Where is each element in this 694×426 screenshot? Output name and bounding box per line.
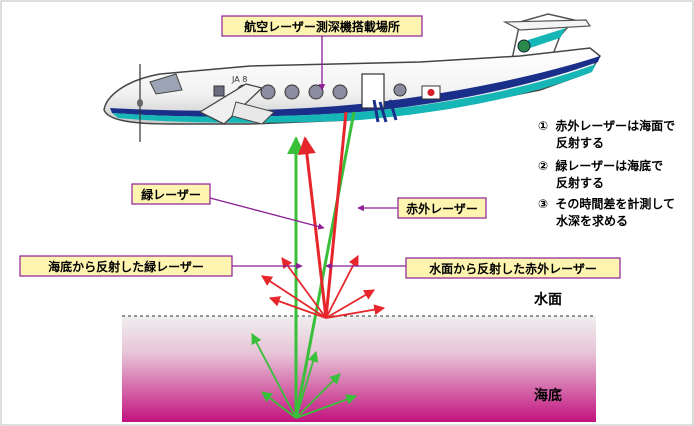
step-3-line-2: 水深を求める	[556, 213, 628, 228]
callout-equipment-location: 航空レーザー測深機搭載場所	[221, 15, 423, 37]
aircraft-window	[260, 84, 276, 100]
step-3: ③ その時間差を計測して	[538, 196, 675, 211]
callout-box	[221, 15, 423, 37]
callout-infrared-reflected: 水面から反射した赤外レーザー	[405, 257, 621, 279]
green-scatter-ray	[295, 373, 341, 419]
red-scatter-ray	[268, 296, 327, 319]
laser-beams	[251, 111, 386, 419]
callout-box	[19, 255, 233, 277]
callout-box	[397, 197, 487, 219]
green-laser-pointer	[209, 197, 325, 230]
water-column	[122, 316, 596, 422]
aircraft-wing	[198, 83, 264, 125]
step-2-marker: ②	[538, 159, 548, 173]
red-laser-beam-down	[324, 111, 348, 319]
aircraft-window	[332, 84, 348, 100]
aircraft-tail-stripe	[524, 28, 566, 50]
aircraft-logo-mark	[372, 99, 398, 123]
aircraft-stabilizer	[502, 19, 592, 31]
aircraft-flag-sun	[427, 88, 435, 97]
callout-green-reflected-label: 海底から反射した緑レーザー	[48, 259, 204, 274]
step-2-line-2: 反射する	[556, 175, 604, 190]
step-1-line-1: 赤外レーザーは海面で	[555, 118, 675, 133]
aircraft-window	[284, 84, 300, 100]
green-scatter-ray	[295, 394, 358, 419]
water-surface-label: 水面	[534, 291, 562, 308]
red-scatter-ray	[325, 289, 375, 319]
step-2: ② 緑レーザーは海底で	[538, 158, 663, 173]
callout-infrared-laser-label: 赤外レーザー	[406, 201, 478, 216]
aircraft-tail-emblem-icon	[517, 39, 531, 53]
callout-box	[131, 183, 211, 205]
aircraft-dark-stripe	[110, 56, 600, 117]
green-scatter-ray	[261, 391, 297, 419]
aircraft-teal-stripe	[112, 64, 596, 123]
green-scatter-ray	[295, 350, 319, 419]
step-3-marker: ③	[538, 197, 548, 211]
aircraft-window	[308, 84, 324, 100]
step-1-marker: ①	[538, 119, 548, 133]
red-scatter-ray	[281, 257, 327, 319]
aircraft-door	[361, 73, 385, 109]
aircraft-cockpit-window	[149, 73, 183, 95]
callout-box	[405, 257, 621, 279]
aircraft-engine-nacelle	[231, 101, 275, 125]
aircraft-spinner	[137, 99, 143, 107]
green-seabed-scatter	[251, 333, 358, 419]
step-1-line-2: 反射する	[556, 135, 604, 150]
callout-green-laser: 緑レーザー	[131, 183, 211, 205]
green-laser-beam-down	[294, 111, 356, 419]
red-scatter-ray	[325, 304, 386, 319]
callout-infrared-reflected-label: 水面から反射した赤外レーザー	[429, 261, 597, 276]
callout-infrared-laser: 赤外レーザー	[397, 197, 487, 219]
aircraft-registration: JA 8	[231, 75, 247, 84]
aircraft-window	[213, 85, 225, 97]
green-scatter-ray	[251, 333, 297, 419]
callout-green-reflected: 海底から反射した緑レーザー	[19, 255, 233, 277]
aircraft: JA 8	[103, 13, 601, 142]
step-1: ① 赤外レーザーは海面で	[538, 118, 675, 133]
step-2-line-1: 緑レーザーは海底で	[555, 158, 663, 173]
red-laser-beam-return	[297, 136, 328, 319]
step-3-line-1: その時間差を計測して	[555, 196, 675, 211]
callout-pointers	[209, 34, 406, 270]
callout-green-laser-label: 緑レーザー	[141, 187, 201, 202]
red-scatter-ray	[261, 275, 327, 319]
aircraft-window	[393, 83, 407, 97]
step-notes: ① 赤外レーザーは海面で 反射する ② 緑レーザーは海底で 反射する ③ その時…	[538, 118, 675, 228]
seabed-label: 海底	[534, 387, 562, 404]
callout-equipment-location-label: 航空レーザー測深機搭載場所	[244, 19, 400, 34]
